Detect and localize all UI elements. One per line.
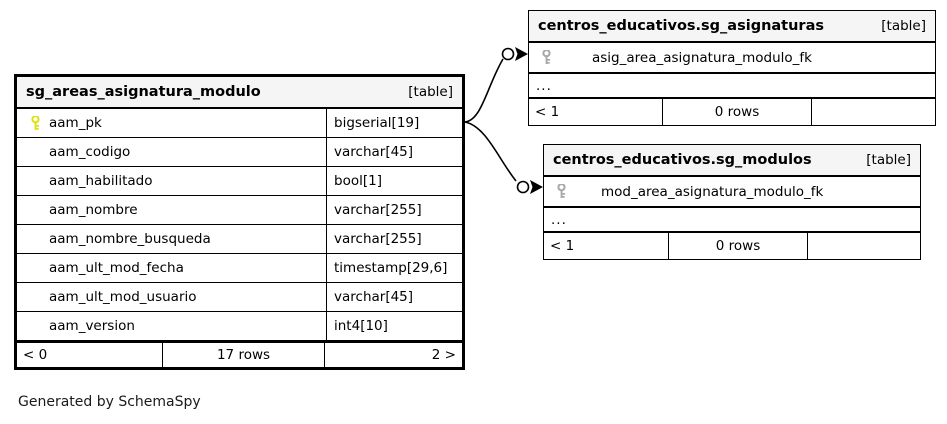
- column-label: aam_ult_mod_fecha: [49, 260, 184, 276]
- column-type: int4[10]: [326, 312, 462, 340]
- table-title: sg_areas_asignatura_modulo: [26, 84, 261, 100]
- table-kind-label: [table]: [881, 18, 926, 34]
- column-label: aam_pk: [49, 115, 102, 131]
- footer-row-count: 0 rows: [662, 99, 812, 125]
- more-columns-indicator: ...: [529, 72, 935, 99]
- table-footer: < 1 0 rows: [544, 233, 920, 259]
- column-name-cell: aam_nombre: [17, 196, 326, 224]
- column-type: timestamp[29,6]: [326, 254, 462, 282]
- table-row[interactable]: aam_pk bigserial[19]: [17, 109, 462, 138]
- column-label: aam_nombre_busqueda: [49, 231, 211, 247]
- footer-parent-count[interactable]: < 1: [535, 104, 560, 120]
- relationship-edge-modulos: [464, 121, 543, 194]
- column-type: varchar[255]: [326, 225, 462, 253]
- table-centros-educativos-sg-modulos[interactable]: centros_educativos.sg_modulos [table] mo…: [543, 144, 921, 260]
- footer-parent-count[interactable]: < 1: [550, 238, 575, 254]
- table-row[interactable]: aam_ult_mod_fecha timestamp[29,6]: [17, 254, 462, 283]
- generated-by-caption: Generated by SchemaSpy: [18, 394, 201, 410]
- column-label: aam_ult_mod_usuario: [49, 289, 197, 305]
- footer-row-count: 0 rows: [668, 233, 808, 259]
- table-centros-educativos-sg-asignaturas[interactable]: centros_educativos.sg_asignaturas [table…: [528, 10, 936, 126]
- cardinality-one-arrow: [515, 47, 528, 61]
- column-label: aam_version: [49, 318, 135, 334]
- column-type: bool[1]: [326, 167, 462, 195]
- relationship-edge-asignaturas: [464, 47, 528, 123]
- cardinality-zero-marker: [501, 47, 515, 61]
- table-row[interactable]: aam_habilitado bool[1]: [17, 167, 462, 196]
- table-header: centros_educativos.sg_asignaturas [table…: [529, 11, 935, 43]
- column-name-cell: aam_ult_mod_usuario: [17, 283, 326, 311]
- table-row[interactable]: asig_area_asignatura_modulo_fk: [529, 43, 935, 72]
- column-name-cell: aam_nombre_busqueda: [17, 225, 326, 253]
- table-row[interactable]: aam_ult_mod_usuario varchar[45]: [17, 283, 462, 312]
- table-kind-label: [table]: [408, 84, 453, 100]
- primary-key-icon: [25, 115, 45, 131]
- column-label: aam_habilitado: [49, 173, 153, 189]
- table-title: centros_educativos.sg_modulos: [553, 152, 812, 168]
- foreign-key-icon: [536, 50, 556, 65]
- column-name-cell: aam_ult_mod_fecha: [17, 254, 326, 282]
- column-name-cell: aam_habilitado: [17, 167, 326, 195]
- column-type: bigserial[19]: [326, 109, 462, 137]
- footer-row-count: 17 rows: [162, 343, 325, 367]
- table-header: sg_areas_asignatura_modulo [table]: [17, 77, 462, 109]
- footer-parent-count[interactable]: < 0: [23, 347, 48, 363]
- table-row[interactable]: mod_area_asignatura_modulo_fk: [544, 177, 920, 206]
- footer-child-count[interactable]: 2 >: [431, 347, 456, 363]
- table-footer: < 0 17 rows 2 >: [17, 341, 462, 367]
- foreign-key-label: mod_area_asignatura_modulo_fk: [601, 183, 824, 200]
- foreign-key-icon: [551, 184, 571, 199]
- column-type: varchar[45]: [326, 138, 462, 166]
- table-title: centros_educativos.sg_asignaturas: [538, 18, 824, 34]
- column-name-cell: aam_version: [17, 312, 326, 340]
- table-footer: < 1 0 rows: [529, 99, 935, 125]
- cardinality-zero-marker: [516, 180, 530, 194]
- column-type: varchar[45]: [326, 283, 462, 311]
- footer-child-count[interactable]: [808, 233, 920, 259]
- table-sg-areas-asignatura-modulo[interactable]: sg_areas_asignatura_modulo [table] aam_p…: [14, 74, 465, 370]
- foreign-key-label: asig_area_asignatura_modulo_fk: [592, 49, 812, 66]
- column-name-cell: aam_codigo: [17, 138, 326, 166]
- table-kind-label: [table]: [866, 152, 911, 168]
- table-row[interactable]: aam_nombre_busqueda varchar[255]: [17, 225, 462, 254]
- footer-child-count[interactable]: [812, 99, 935, 125]
- column-label: aam_nombre: [49, 202, 138, 218]
- table-row[interactable]: aam_version int4[10]: [17, 312, 462, 341]
- column-label: aam_codigo: [49, 144, 131, 160]
- cardinality-one-arrow: [530, 180, 543, 194]
- table-row[interactable]: aam_nombre varchar[255]: [17, 196, 462, 225]
- table-header: centros_educativos.sg_modulos [table]: [544, 145, 920, 177]
- column-name-cell: aam_pk: [17, 109, 326, 137]
- column-type: varchar[255]: [326, 196, 462, 224]
- table-row[interactable]: aam_codigo varchar[45]: [17, 138, 462, 167]
- more-columns-indicator: ...: [544, 206, 920, 233]
